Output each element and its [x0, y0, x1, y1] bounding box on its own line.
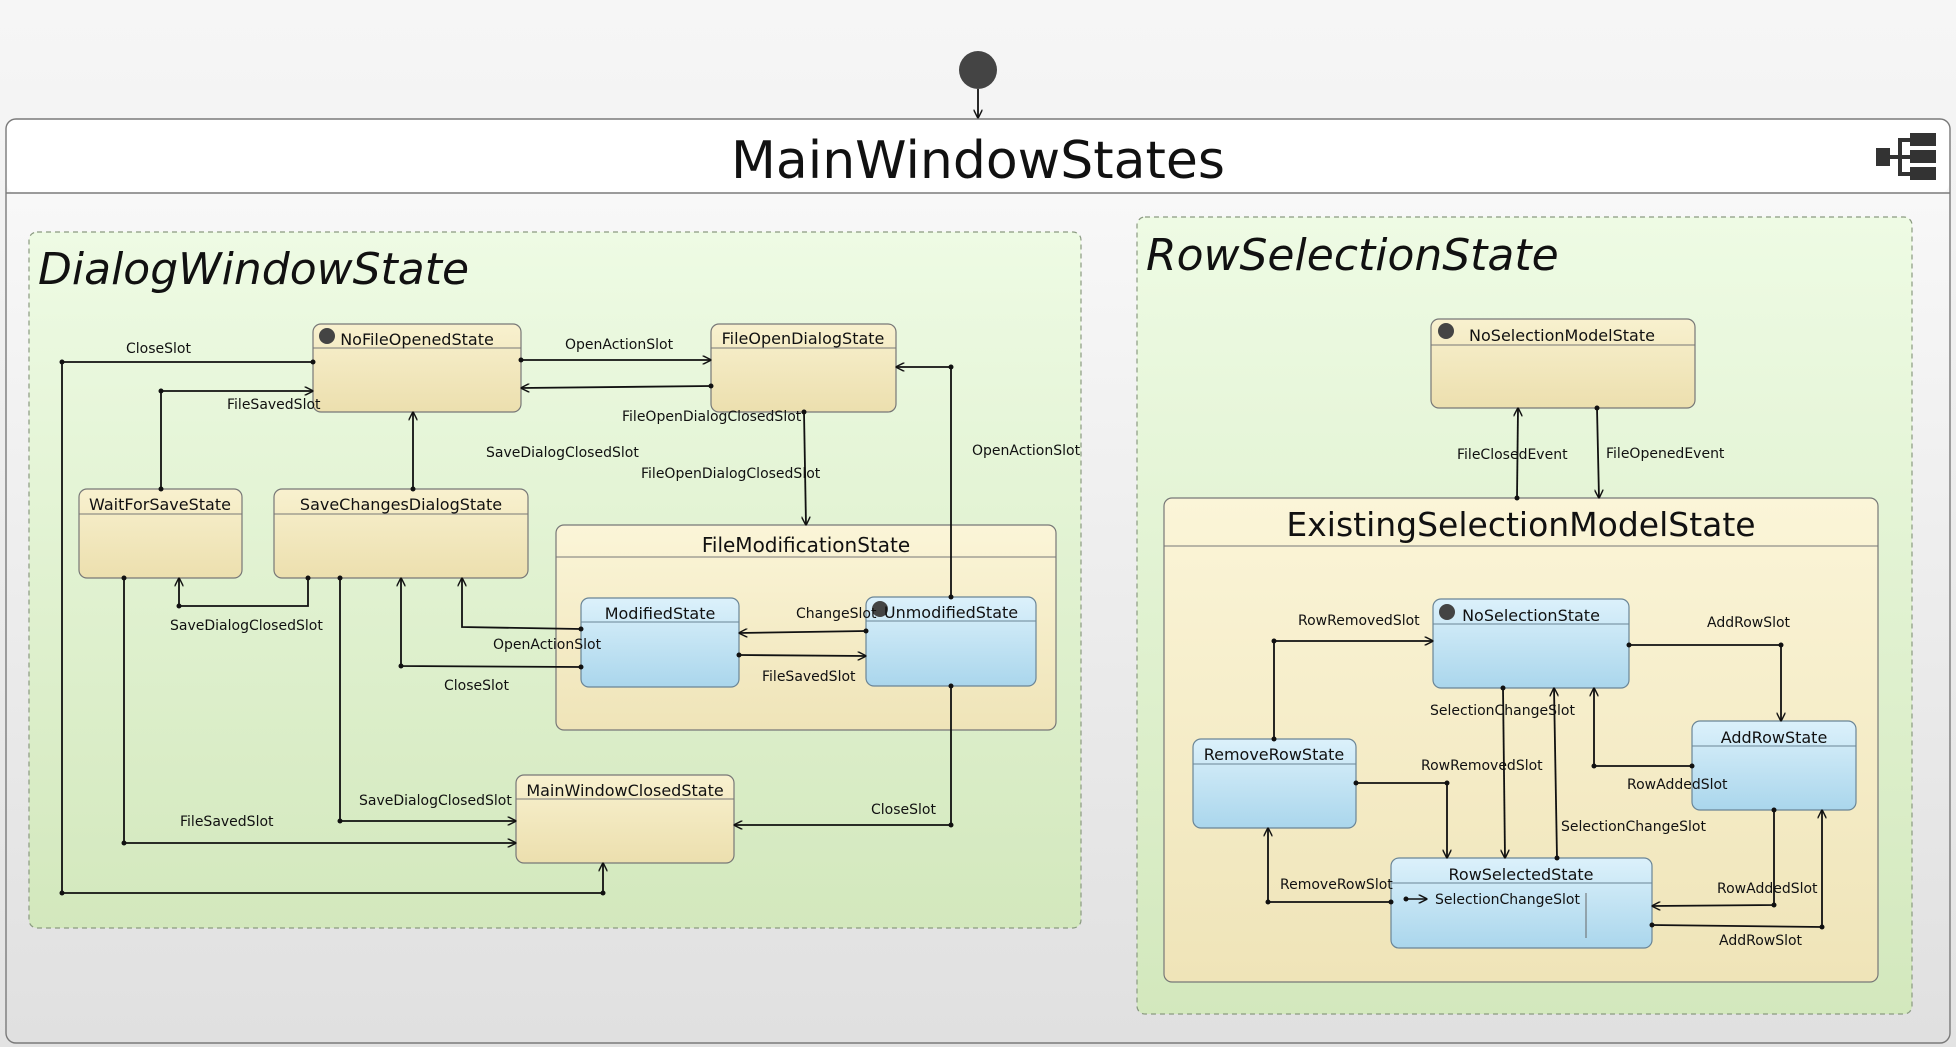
- state-label: RemoveRowState: [1204, 745, 1345, 764]
- state-label: NoSelectionState: [1462, 606, 1600, 625]
- state-label: ModifiedState: [605, 604, 716, 623]
- transition-labels-dialog: CloseSlot OpenActionSlot FileSavedSlot F…: [126, 337, 1081, 830]
- state-label: WaitForSaveState: [89, 495, 231, 514]
- transition-label: FileOpenedEvent: [1606, 446, 1725, 462]
- state-file-open-dialog[interactable]: FileOpenDialogState: [710, 323, 897, 413]
- state-wait-for-save[interactable]: WaitForSaveState: [78, 488, 243, 579]
- transition-label: RowRemovedSlot: [1298, 613, 1420, 629]
- transition-label: RowAddedSlot: [1627, 777, 1728, 793]
- transition-label: SaveDialogClosedSlot: [359, 793, 512, 809]
- transition-label: CloseSlot: [871, 802, 936, 818]
- transition-label: AddRowSlot: [1719, 933, 1803, 949]
- state-label: FileModificationState: [702, 533, 910, 557]
- state-row-selected[interactable]: RowSelectedState SelectionChangeSlot: [1390, 857, 1653, 949]
- transition-label: OpenActionSlot: [493, 637, 602, 653]
- state-main-window-closed[interactable]: MainWindowClosedState: [515, 774, 735, 864]
- state-remove-row[interactable]: RemoveRowState: [1192, 738, 1357, 829]
- transition-labels-row: FileClosedEvent FileOpenedEvent RowRemov…: [1280, 446, 1818, 949]
- initial-state-marker: [872, 601, 888, 617]
- main-state-title: MainWindowStates: [731, 131, 1225, 191]
- transition-label: RemoveRowSlot: [1280, 877, 1393, 893]
- transition-label: SaveDialogClosedSlot: [486, 445, 639, 461]
- state-no-file-opened[interactable]: NoFileOpenedState: [312, 323, 522, 413]
- state-add-row[interactable]: AddRowState: [1691, 720, 1857, 811]
- state-no-selection[interactable]: NoSelectionState: [1432, 598, 1630, 689]
- initial-state-marker: [319, 328, 335, 344]
- transition-label: SelectionChangeSlot: [1561, 819, 1706, 835]
- region-row-title: RowSelectionState: [1146, 230, 1559, 281]
- transition-label: OpenActionSlot: [972, 443, 1081, 459]
- transition-label: FileOpenDialogClosedSlot: [622, 409, 802, 425]
- state-label: MainWindowClosedState: [526, 781, 723, 800]
- state-hierarchy-icon: [1876, 133, 1936, 180]
- state-label: NoFileOpenedState: [340, 330, 494, 349]
- initial-state-marker: [1439, 604, 1455, 620]
- state-label: RowSelectedState: [1449, 865, 1594, 884]
- transition-label: RowRemovedSlot: [1421, 758, 1543, 774]
- state-label: AddRowState: [1721, 728, 1828, 747]
- transition-label: CloseSlot: [444, 678, 509, 694]
- state-label: SaveChangesDialogState: [300, 495, 502, 514]
- state-label: UnmodifiedState: [884, 603, 1018, 622]
- state-label: ExistingSelectionModelState: [1286, 505, 1755, 544]
- transition-label: RowAddedSlot: [1717, 881, 1818, 897]
- transition-label: SelectionChangeSlot: [1430, 703, 1575, 719]
- transition-origin-dots: [59, 357, 954, 896]
- region-dialog-title: DialogWindowState: [38, 244, 469, 295]
- transition-label: FileSavedSlot: [180, 814, 274, 830]
- state-label: FileOpenDialogState: [722, 329, 885, 348]
- transition-origin-dots-row: [1265, 405, 1825, 930]
- state-unmodified[interactable]: UnmodifiedState: [865, 596, 1037, 687]
- initial-state-marker: [959, 51, 997, 89]
- transition-label: CloseSlot: [126, 341, 191, 357]
- transition-label: OpenActionSlot: [565, 337, 674, 353]
- state-no-selection-model[interactable]: NoSelectionModelState: [1430, 318, 1696, 409]
- internal-transition-label: SelectionChangeSlot: [1435, 892, 1580, 908]
- initial-state-marker: [1438, 323, 1454, 339]
- state-existing-selection-model[interactable]: ExistingSelectionModelState: [1163, 497, 1879, 983]
- transition-label: FileClosedEvent: [1457, 447, 1568, 463]
- state-modified[interactable]: ModifiedState: [580, 597, 740, 688]
- transition-label: FileSavedSlot: [227, 397, 321, 413]
- transition-label: AddRowSlot: [1707, 615, 1791, 631]
- transition-label: SaveDialogClosedSlot: [170, 618, 323, 634]
- transition-label: FileOpenDialogClosedSlot: [641, 466, 821, 482]
- transition-label: ChangeSlot: [796, 606, 877, 622]
- state-label: NoSelectionModelState: [1469, 326, 1655, 345]
- transition-label: FileSavedSlot: [762, 669, 856, 685]
- state-save-changes-dialog[interactable]: SaveChangesDialogState: [273, 488, 529, 579]
